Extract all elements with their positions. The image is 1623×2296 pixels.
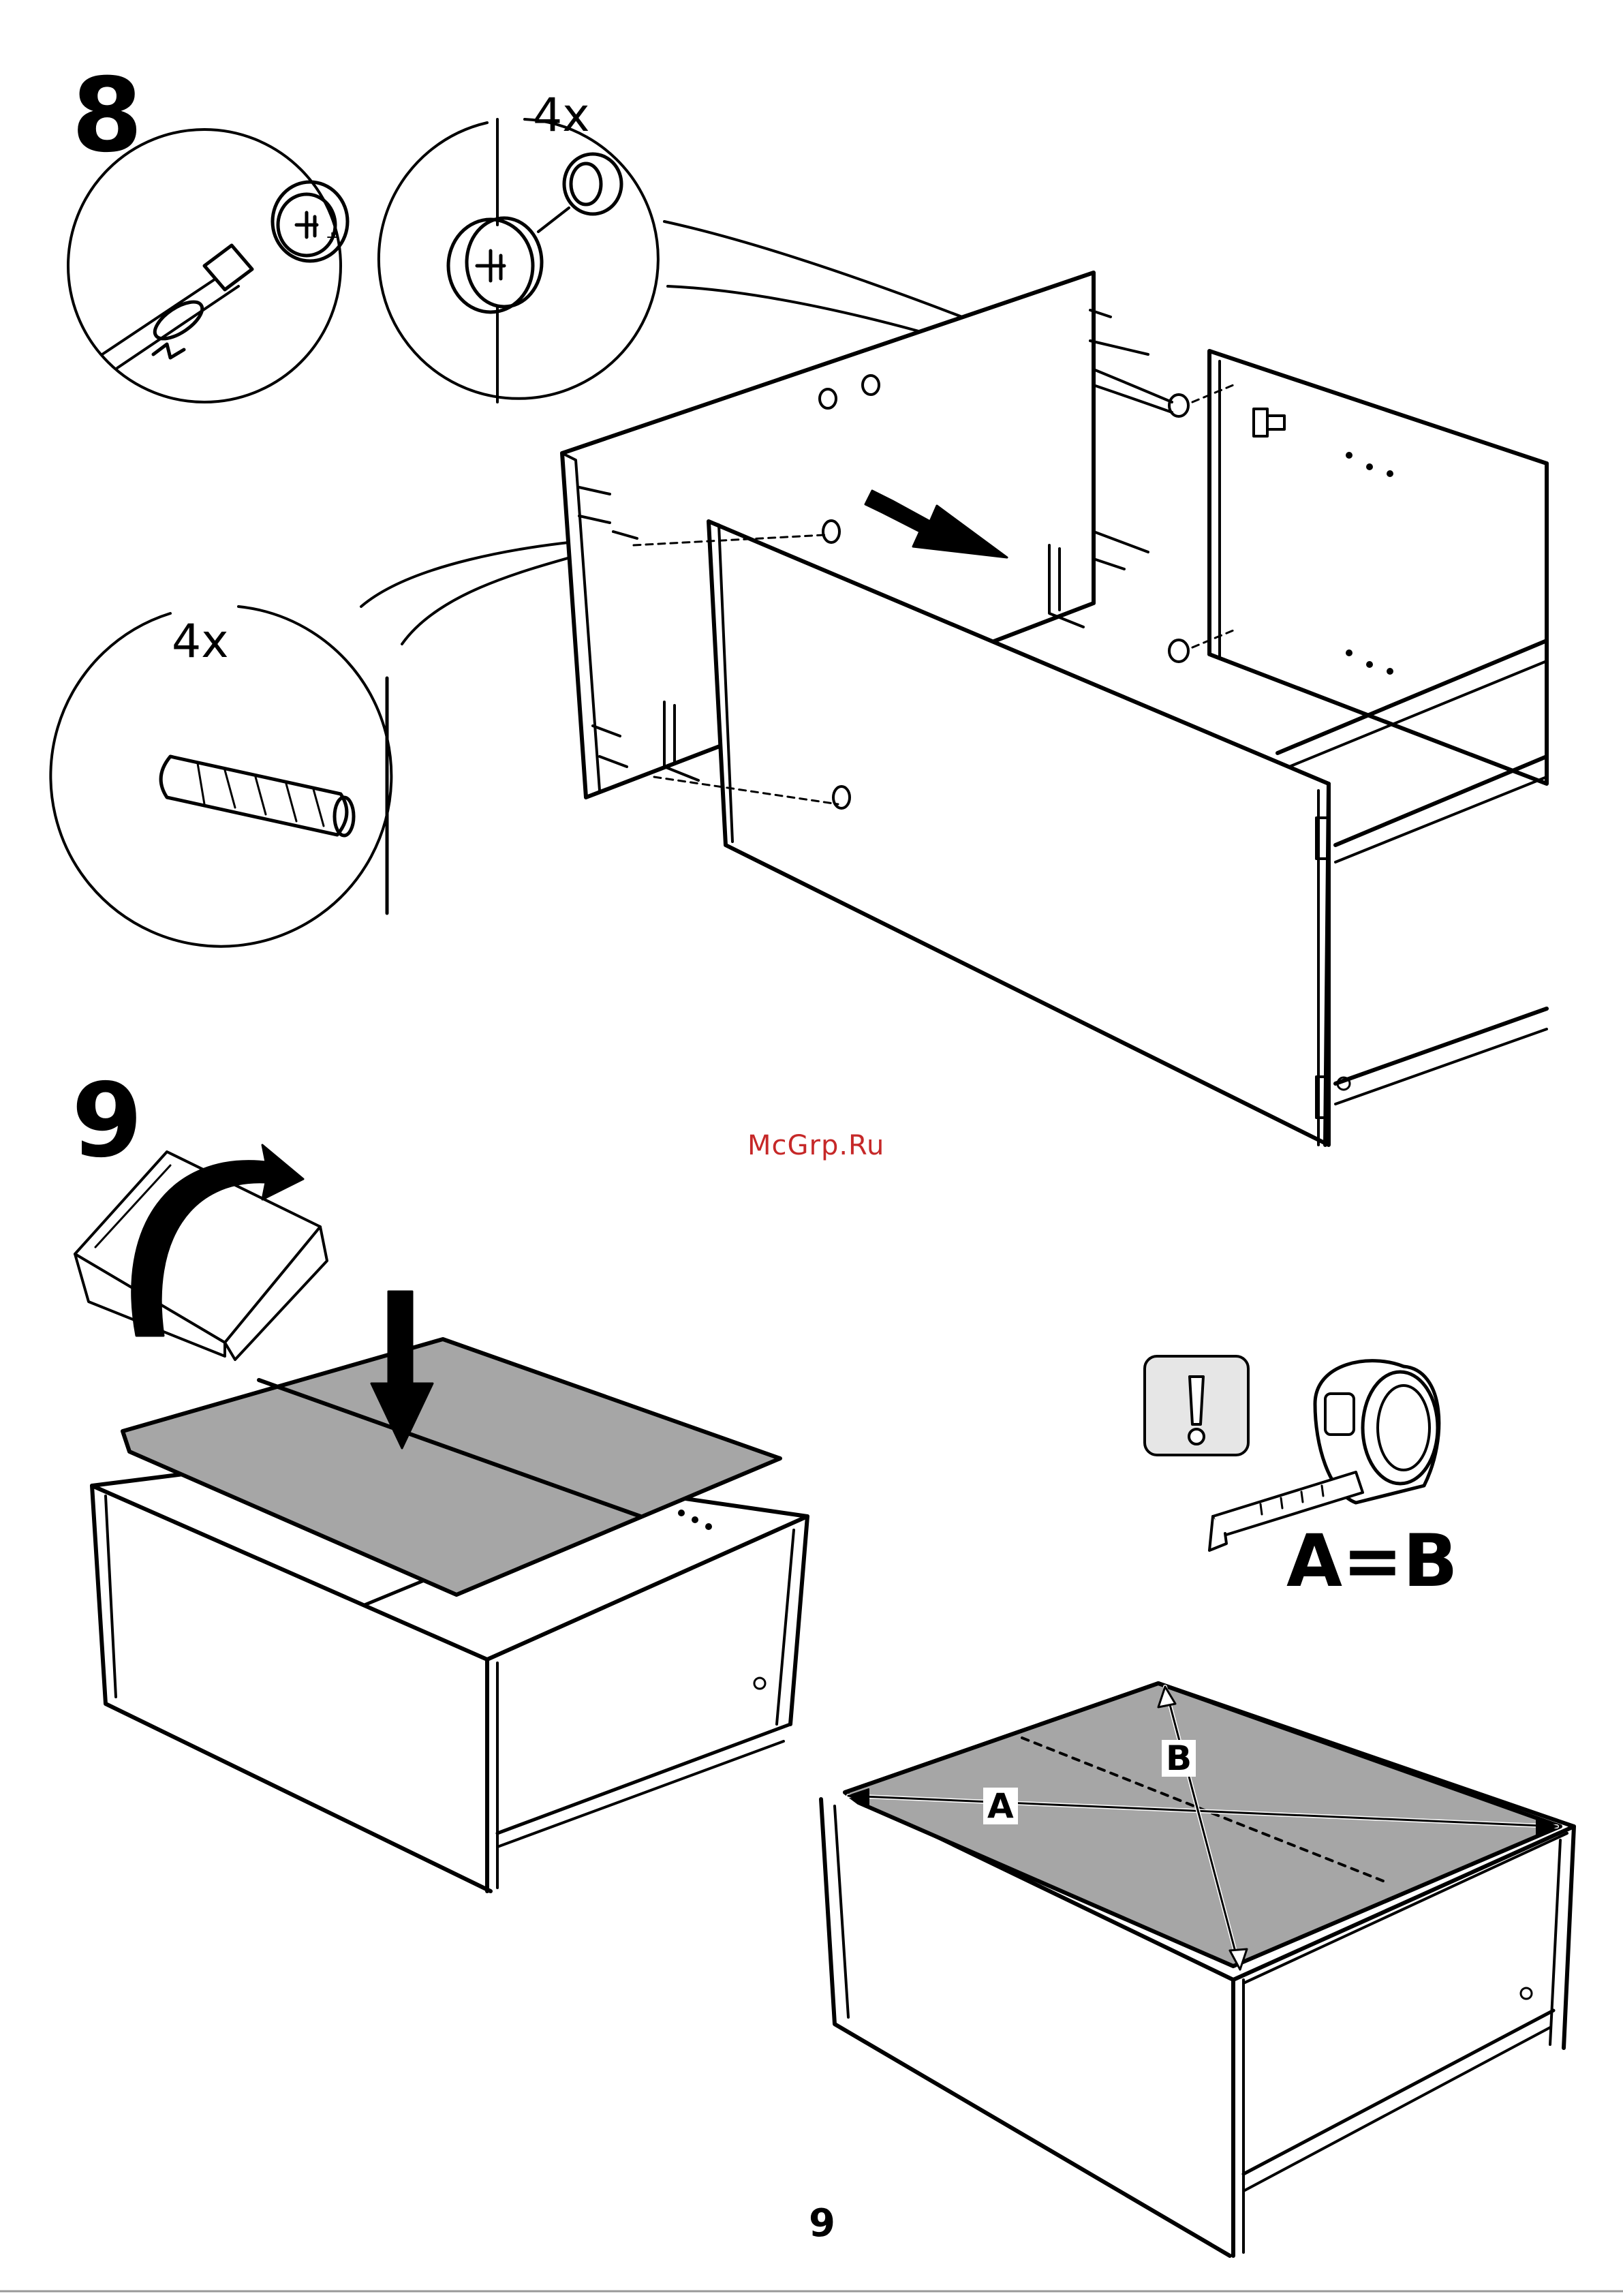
magnifier-camlock xyxy=(379,119,658,402)
callout-qty-dowel: 4x xyxy=(172,619,229,665)
page-number: 9 xyxy=(809,2201,835,2246)
wooden-dowel-icon xyxy=(161,756,354,836)
svg-text:+: + xyxy=(326,229,338,246)
callout-qty-camlock: 4x xyxy=(533,93,590,139)
step-8-number: 8 xyxy=(72,65,142,167)
watermark: McGrp.Ru xyxy=(747,1130,884,1161)
screwdriver-icon xyxy=(102,245,252,368)
cabinet-right-step9 xyxy=(821,1683,1574,2256)
cam-lock-icon: + xyxy=(273,182,347,261)
cam-lock-icon xyxy=(448,154,621,312)
exclamation-icon xyxy=(1145,1356,1248,1455)
cabinet-assembly-step8 xyxy=(562,273,1547,1145)
diagonal-label-a: A xyxy=(983,1788,1018,1824)
step-9-number: 9 xyxy=(72,1070,142,1172)
measure-equation: A=B xyxy=(1286,1525,1458,1597)
diagonal-label-b: B xyxy=(1162,1740,1196,1777)
